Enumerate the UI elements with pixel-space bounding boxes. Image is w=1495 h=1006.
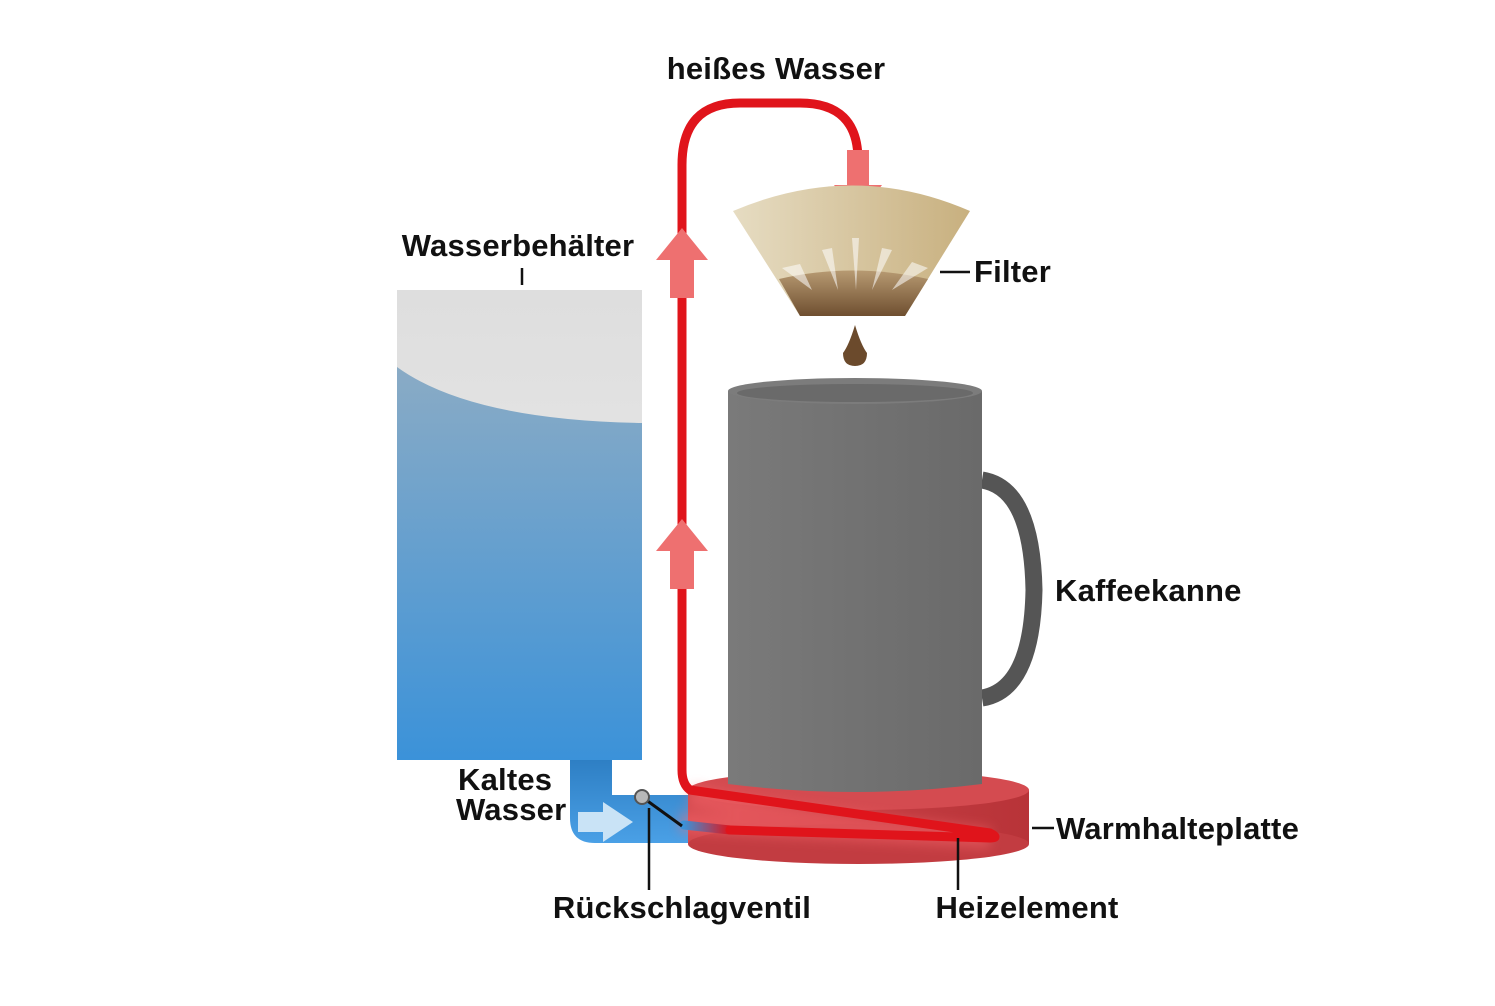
valve-ball [634,789,650,805]
hot-flow-arrow-up-2 [656,519,708,589]
coffee-drop [843,325,867,366]
label-hot-water: heißes Wasser [667,51,886,86]
coffee-grounds [779,270,928,316]
label-cold-water-line2: Wasser [456,792,566,827]
coffee-pot [728,378,1043,792]
filter-highlights [782,238,928,290]
hot-flow-arrow-up-1 [656,228,708,298]
label-warming-plate: Warmhalteplatte [1056,811,1299,846]
pot-handle [980,471,1043,707]
pot-body [728,391,982,792]
label-heating-element: Heizelement [935,890,1118,925]
label-filter: Filter [974,254,1051,289]
cold-flow-arrow [578,802,633,842]
cold-water-pipe [570,760,690,843]
leader-lines [520,268,1054,890]
label-check-valve: Rückschlagventil [553,890,811,925]
label-coffee-pot: Kaffeekanne [1055,573,1242,608]
hot-pipe-line [677,98,1000,843]
filter [733,185,970,366]
water-tank [397,290,642,760]
label-water-tank: Wasserbehälter [402,228,635,263]
check-valve [634,789,683,828]
tank-water [397,367,642,760]
label-cold-water-line1: Kaltes [458,762,552,797]
